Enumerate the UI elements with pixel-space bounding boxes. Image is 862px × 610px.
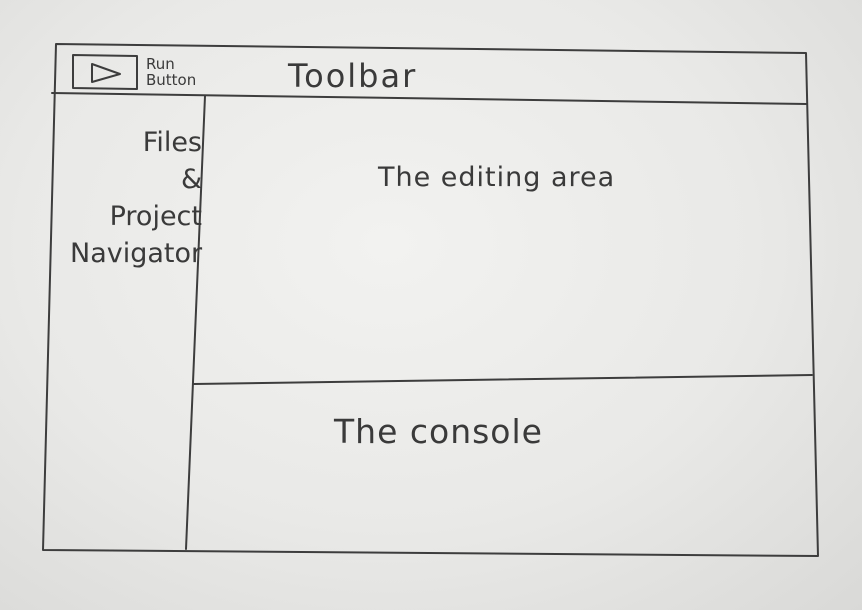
window-frame <box>42 43 819 557</box>
toolbar-title: Toolbar <box>288 57 418 95</box>
play-icon[interactable] <box>86 60 126 86</box>
run-button-box <box>72 54 138 90</box>
run-button-label[interactable]: Run Button <box>146 55 197 89</box>
sidebar-divider <box>185 95 206 550</box>
files-project-navigator-label: Files & Project Navigator <box>70 127 203 269</box>
console-label: The console <box>334 412 543 451</box>
toolbar-divider <box>51 92 808 105</box>
editor-console-divider <box>193 374 813 385</box>
editing-area-label: The editing area <box>378 162 616 193</box>
